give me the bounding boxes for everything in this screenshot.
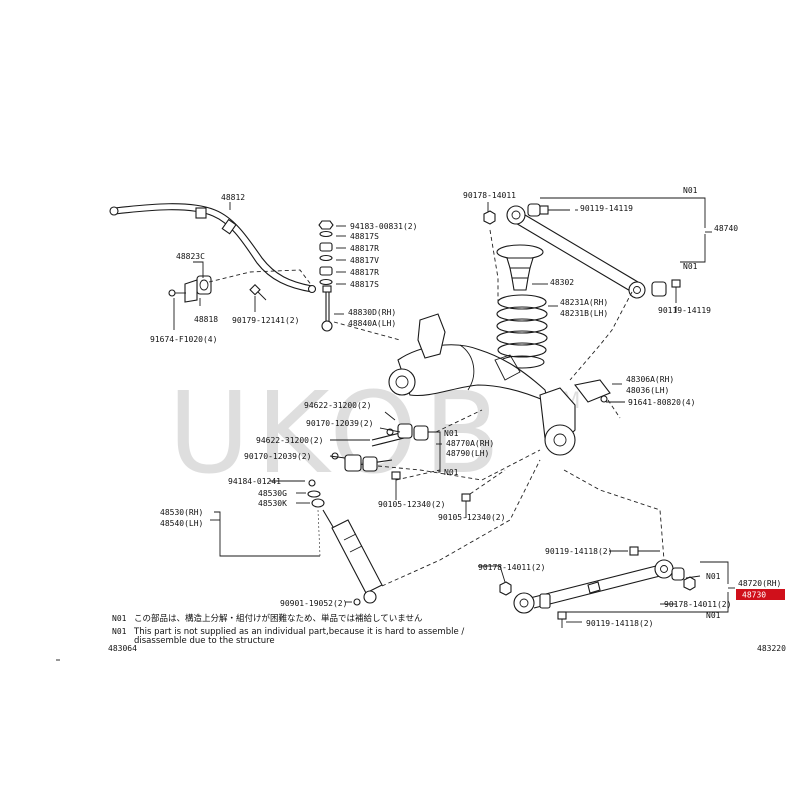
label-48306a: 48306A(RH) [626,375,674,384]
label-48302: 48302 [550,278,574,287]
shock-absorber [307,479,383,606]
label-90170-a: 90170-12039(2) [306,419,373,428]
label-48817r-a: 48817R [350,244,379,253]
label-48812: 48812 [221,193,245,202]
label-48231a: 48231A(RH) [560,298,608,307]
bolt-90119-top [539,205,570,215]
lower-control-arm [513,559,685,614]
label-90901: 90901-19052(2) [280,599,347,608]
label-n01-l2: N01 [444,468,459,477]
bolt-90119-low2 [557,611,567,628]
label-91674: 91674-F1020(4) [150,335,217,344]
note-en-code: N01 [112,627,127,636]
label-n01-mid: N01 [683,262,698,271]
label-48730-highlight [736,589,785,600]
nut-90178-low1 [499,581,512,596]
axle-housing [388,313,611,456]
label-48530: 48530(RH) [160,508,203,517]
label-90105-a: 90105-12340(2) [378,500,445,509]
footer-id-right: 483220 [757,644,786,653]
label-48540: 48540(LH) [160,519,203,528]
label-n01-l1: N01 [444,429,459,438]
note-en-line2: disassemble due to the structure [134,636,275,646]
label-48823c: 48823C [176,252,205,261]
footer-id-left: 483064 [108,644,137,653]
label-48840a: 48840A(LH) [348,319,396,328]
nut-90178-top [483,210,496,225]
bump-stop [496,244,544,291]
label-48530g: 48530G [258,489,287,498]
label-90170-b: 90170-12039(2) [244,452,311,461]
lateral-links [331,423,429,472]
label-48830d: 48830D(RH) [348,308,396,317]
label-48817r-b: 48817R [350,268,379,277]
label-90178-top: 90178-14011 [463,191,516,200]
label-94622-b: 94622-31200(2) [256,436,323,445]
note-jp-text: この部品は、構造上分解・組付けが困難なため、単品では補給していません [134,613,423,624]
label-n01-low1: N01 [706,572,721,581]
label-90119-mid: 90119-14119 [658,306,711,315]
stabilizer-link [321,285,333,332]
bolts-90105 [391,471,471,514]
label-n01-top: N01 [683,186,698,195]
label-90119-low1: 90119-14118(2) [545,547,612,556]
label-94622-a: 94622-31200(2) [304,401,371,410]
bolt-90119-mid [671,279,681,303]
label-48730: 48730 [742,591,766,600]
label-90179: 90179-12141(2) [232,316,299,325]
label-90119-top: 90119-14119 [580,204,633,213]
bolt-90119-low1 [629,546,660,556]
label-48817s-a: 48817S [350,232,379,241]
note-jp-code: N01 [112,614,127,623]
bolt-90179 [249,283,267,301]
label-48231b: 48231B(LH) [560,309,608,318]
stabilizer-bracket [168,279,198,303]
label-48036: 48036(LH) [626,386,669,395]
upper-control-rod [506,203,667,299]
label-90178-low2: 90178-14011(2) [664,600,731,609]
label-91641: 91641-80820(4) [628,398,695,407]
label-48817s-b: 48817S [350,280,379,289]
note-en-line1: This part is not supplied as an individu… [133,627,464,637]
label-90119-low2: 90119-14118(2) [586,619,653,628]
label-n01-low2: N01 [706,611,721,620]
label-48770a: 48770A(RH) [446,439,494,448]
label-48740: 48740 [714,224,738,233]
leader-lines [173,197,735,623]
label-48817v: 48817V [350,256,379,265]
label-94183: 94183-00831(2) [350,222,417,231]
label-48720: 48720(RH) [738,579,781,588]
label-90178-low1: 90178-14011(2) [478,563,545,572]
label-48818: 48818 [194,315,218,324]
nut-90178-low2 [683,576,696,591]
label-94184: 94184-01241 [228,477,281,486]
label-48530k: 48530K [258,499,287,508]
label-48790: 48790(LH) [446,449,489,458]
link-hardware-stack [318,220,334,286]
stabilizer-bar [109,203,317,294]
stabilizer-bushing [196,275,212,295]
label-90105-b: 90105-12340(2) [438,513,505,522]
